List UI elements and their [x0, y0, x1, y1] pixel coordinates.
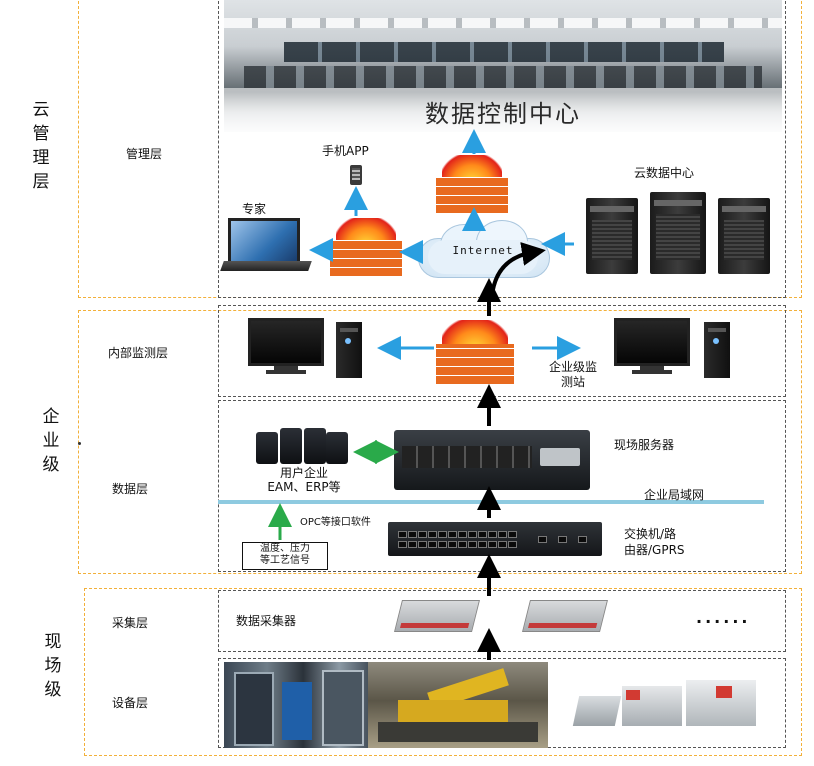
data-layer-label: 数据层 [112, 482, 149, 496]
data-layer-box [218, 400, 786, 572]
switch-router-label: 交换机/路 由器/GPRS [624, 527, 685, 557]
sensor-signal-box [242, 542, 328, 570]
mobile-app-label: 手机APP [322, 144, 369, 158]
firewall-icon [330, 218, 402, 276]
field-server-icon [394, 430, 590, 490]
enterprise-dot [78, 442, 81, 445]
collection-layer-label: 采集层 [112, 616, 149, 630]
firewall-icon [436, 155, 508, 213]
monitoring-pc-icon [248, 318, 370, 380]
collection-layer-box [218, 590, 786, 652]
cloud-dc-label: 云数据中心 [634, 166, 695, 180]
opc-label: OPC等接口软件 [300, 517, 371, 528]
monitoring-layer-box [218, 305, 786, 397]
black-arrows [477, 242, 546, 660]
ellipsis-label: ...... [696, 608, 751, 627]
control-center-photo: 数据控制中心 [224, 0, 782, 132]
monitoring-layer-label: 内部监测层 [108, 346, 169, 360]
cloud-server-icon [580, 192, 776, 276]
production-equipment-photo [566, 668, 776, 744]
management-layer-box [218, 0, 786, 298]
user-systems-label: 用户企业 EAM、ERP等 [267, 466, 341, 494]
monitoring-station-pc-icon [614, 318, 736, 380]
mobile-phone-icon [350, 165, 362, 185]
cnc-machine-photo [224, 662, 368, 748]
equipment-layer-label: 设备层 [112, 696, 149, 710]
blue-arrows [309, 129, 581, 360]
control-center-label: 数据控制中心 [425, 100, 581, 128]
enterprise-level-label: 企 业 级 [42, 407, 60, 475]
internet-label: Internet [452, 244, 514, 257]
cloud-level-label: 云 管 理 层 [32, 100, 50, 192]
sensors-label: 温度、压力 等工艺信号 [260, 543, 310, 566]
field-server-label: 现场服务器 [614, 438, 675, 452]
network-switch-icon [388, 522, 602, 556]
laptop-icon [220, 218, 312, 276]
firewall-icon [436, 320, 514, 384]
monitor-station-label: 企业级监 测站 [548, 360, 597, 389]
robot-line-photo [368, 662, 548, 748]
expert-label: 专家 [242, 202, 267, 216]
green-arrows [268, 440, 399, 540]
field-level-band [84, 588, 802, 756]
management-layer-label: 管理层 [126, 147, 163, 161]
field-level-label: 现 场 级 [44, 632, 62, 700]
collector-label: 数据采集器 [236, 614, 297, 628]
user-server-rack-icon [256, 428, 348, 464]
lan-label: 企业局域网 [644, 488, 705, 502]
